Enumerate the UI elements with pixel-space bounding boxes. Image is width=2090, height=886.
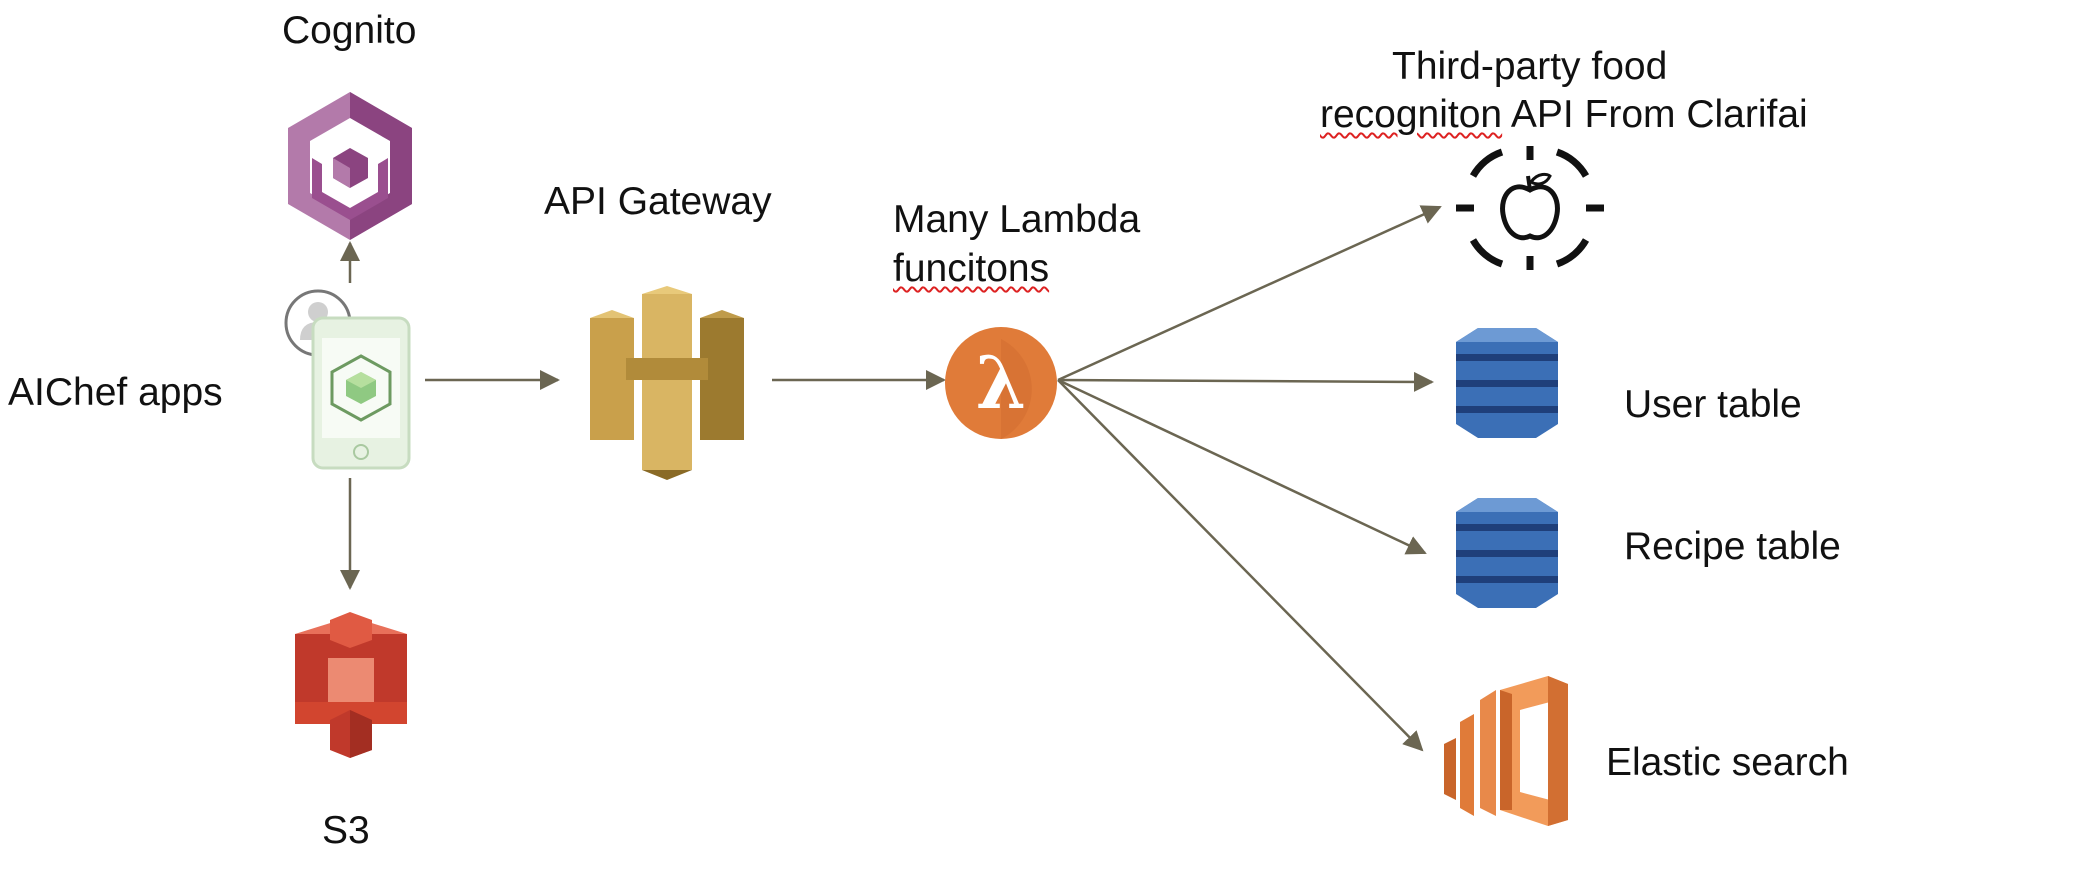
- recipe-table-label: Recipe table: [1624, 525, 1841, 568]
- food-api-label-line1: Third-party food: [1392, 45, 1668, 88]
- apps-label: AIChef apps: [8, 371, 223, 414]
- aws-elasticsearch-icon: [1444, 676, 1568, 826]
- food-api-label-line2: recogniton API From Clarifai: [1320, 90, 1808, 139]
- aws-lambda-icon: [945, 327, 1057, 439]
- aws-dynamodb-icon-recipe-table: [1456, 498, 1558, 608]
- aws-s3-icon: [295, 612, 407, 758]
- arrow-lambda-to-recipe-table: [1057, 378, 1427, 555]
- arrow-lambda-to-user-table: [1057, 371, 1434, 392]
- lambda-label-line2: funcitons: [893, 247, 1050, 290]
- api-gateway-label: API Gateway: [544, 180, 772, 223]
- lambda-symbol: λ: [976, 340, 1026, 425]
- user-table-label: User table: [1624, 383, 1802, 426]
- arrow-lambda-to-food-api: [1057, 205, 1442, 382]
- s3-label: S3: [322, 809, 370, 852]
- arrow-lambda-to-elastic-search: [1057, 379, 1424, 752]
- aws-api-gateway-icon: [590, 286, 744, 480]
- aws-cognito-icon: [288, 92, 412, 240]
- cognito-label: Cognito: [282, 9, 417, 52]
- aws-dynamodb-icon-user-table: [1456, 328, 1558, 438]
- elastic-search-label: Elastic search: [1606, 741, 1849, 784]
- apple-target-icon: [1456, 146, 1604, 270]
- mobile-app-icon: [311, 316, 411, 470]
- food-api-label-misspelled-word: recogniton: [1320, 93, 1503, 136]
- food-api-label-rest: API From Clarifai: [1502, 93, 1808, 136]
- lambda-label-line1: Many Lambda: [893, 198, 1141, 241]
